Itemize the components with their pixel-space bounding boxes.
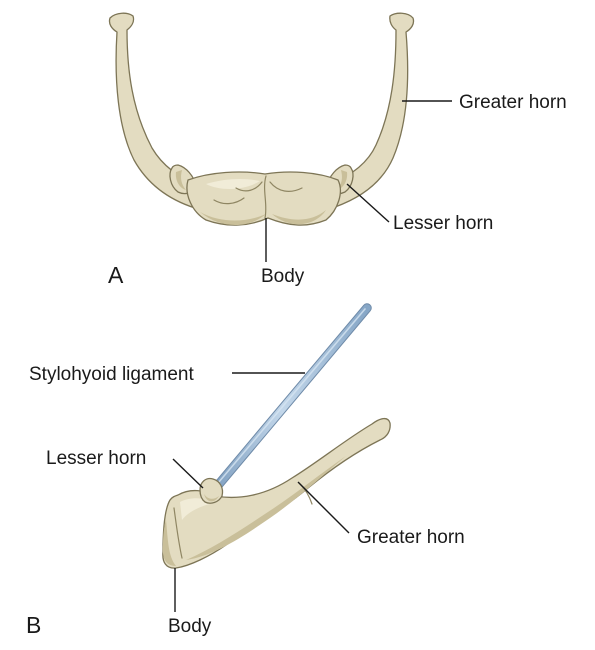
panel-b: Stylohyoid ligament Lesser horn Greater … — [26, 303, 465, 638]
hyoid-anterior-illustration — [108, 12, 415, 226]
leader-lesser-horn-b — [172, 458, 204, 489]
label-stylohyoid-ligament: Stylohyoid ligament — [29, 364, 194, 385]
stylohyoid-ligament-illustration — [209, 303, 372, 495]
label-lesser-horn-b: Lesser horn — [46, 448, 146, 469]
label-lesser-horn-a: Lesser horn — [393, 213, 493, 234]
panel-a: Greater horn Lesser horn Body A — [108, 12, 567, 288]
label-greater-horn-a: Greater horn — [459, 92, 567, 113]
panel-letter-a: A — [108, 262, 124, 288]
label-body-b: Body — [168, 616, 212, 637]
leader-lesser-horn-a — [346, 183, 390, 223]
label-body-a: Body — [261, 266, 305, 287]
hyoid-lateral-illustration — [162, 417, 391, 569]
leader-greater-horn-b — [297, 481, 350, 534]
label-greater-horn-b: Greater horn — [357, 527, 465, 548]
panel-letter-b: B — [26, 612, 41, 638]
